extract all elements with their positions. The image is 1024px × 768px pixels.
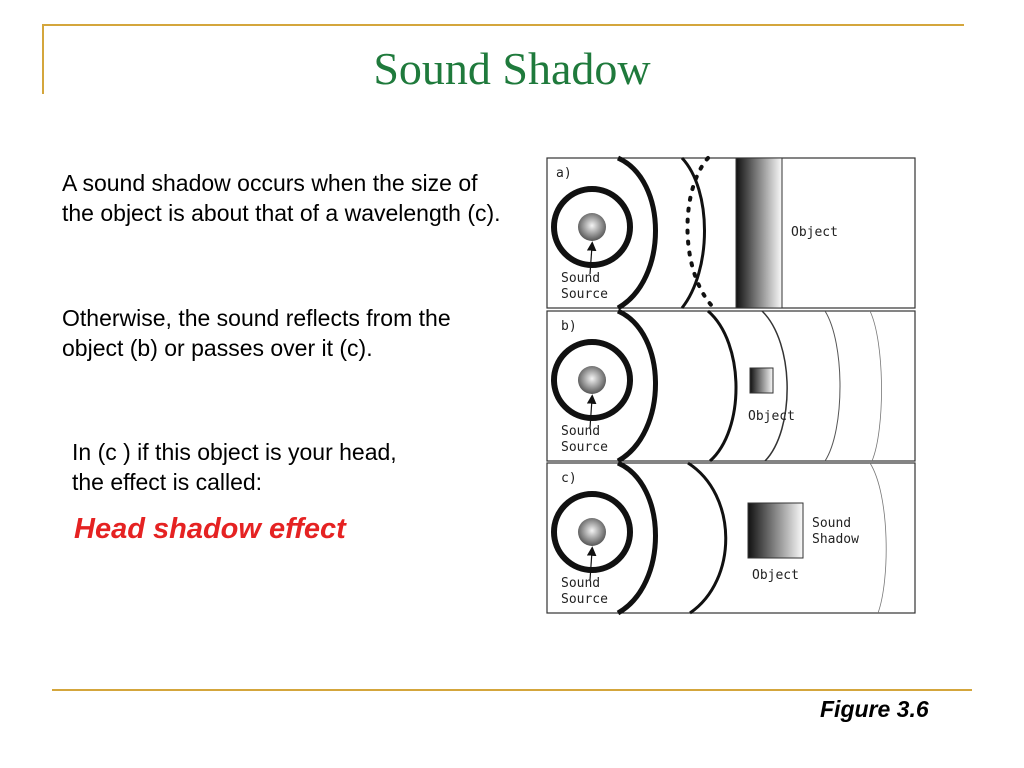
panel-c-object: [747, 502, 804, 559]
paragraph-head: In (c ) if this object is your head, the…: [72, 439, 397, 495]
panel-c-border: [546, 462, 916, 614]
panel-a-arrow: [586, 241, 597, 275]
panel-c: c) Sound Shadow Object Sound Source: [546, 460, 916, 616]
bottom-frame-line: [52, 689, 972, 691]
panel-b: b) Object Sound Source: [546, 308, 916, 464]
panel-a-wavefront-inner: [551, 186, 633, 268]
panel-c-sound-source: [578, 518, 606, 546]
panel-a-wavefront-1: [616, 155, 658, 311]
panel-b-wavefront-2: [707, 309, 738, 463]
paragraph-sound-shadow: A sound shadow occurs when the size of t…: [62, 170, 501, 226]
panel-b-wavefront-inner: [551, 339, 633, 421]
head-shadow-effect-text: Head shadow effect: [74, 513, 346, 545]
left-frame-line: [42, 24, 44, 94]
panel-b-object: [749, 367, 774, 394]
panel-c-source-label-2: Source: [561, 592, 608, 607]
panel-a-source-label-2: Source: [561, 287, 608, 302]
panel-c-shadow-label-2: Shadow: [812, 532, 859, 547]
panel-b-wavefront-4: [824, 310, 841, 462]
sound-shadow-diagram: a) Object Sound Source b) Object Sound S…: [546, 155, 916, 616]
panel-a-wavefront-2: [680, 156, 706, 309]
panel-a-sound-source: [578, 213, 606, 241]
panel-a-object: [735, 157, 783, 309]
panel-c-shadow-label-1: Sound: [812, 516, 851, 531]
panel-a-label: a): [556, 166, 572, 181]
panel-a-reflected-wave: [685, 156, 714, 308]
panel-b-source-label-2: Source: [561, 440, 608, 455]
top-frame-line: [42, 24, 964, 26]
paragraph-reflection: Otherwise, the sound reflects from the o…: [62, 305, 451, 361]
panel-a-object-label: Object: [791, 225, 838, 240]
panel-c-label: c): [561, 471, 577, 486]
panel-c-wavefront-1: [616, 460, 658, 616]
panel-b-object-label: Object: [748, 409, 795, 424]
slide-title: Sound Shadow: [373, 43, 651, 94]
panel-b-wavefront-5: [869, 310, 882, 462]
panel-b-label: b): [561, 319, 577, 334]
panel-b-source-label-1: Sound: [561, 424, 600, 439]
panel-a-border: [546, 157, 916, 309]
panel-c-wavefront-2: [687, 461, 728, 615]
panel-c-source-label-1: Sound: [561, 576, 600, 591]
panel-b-wavefront-1: [616, 308, 658, 464]
panel-b-arrow: [586, 394, 597, 429]
panel-a-source-label-1: Sound: [561, 271, 600, 286]
panel-c-object-label: Object: [752, 568, 799, 583]
panel-c-wavefront-inner: [551, 491, 633, 573]
panel-b-sound-source: [578, 366, 606, 394]
panel-c-arrow: [586, 546, 597, 581]
panel-c-wavefront-3: [869, 462, 887, 614]
panel-b-wavefront-3: [761, 310, 788, 462]
figure-caption: Figure 3.6: [820, 696, 929, 722]
panel-b-border: [546, 310, 916, 462]
panel-a: a) Object Sound Source: [546, 155, 916, 311]
